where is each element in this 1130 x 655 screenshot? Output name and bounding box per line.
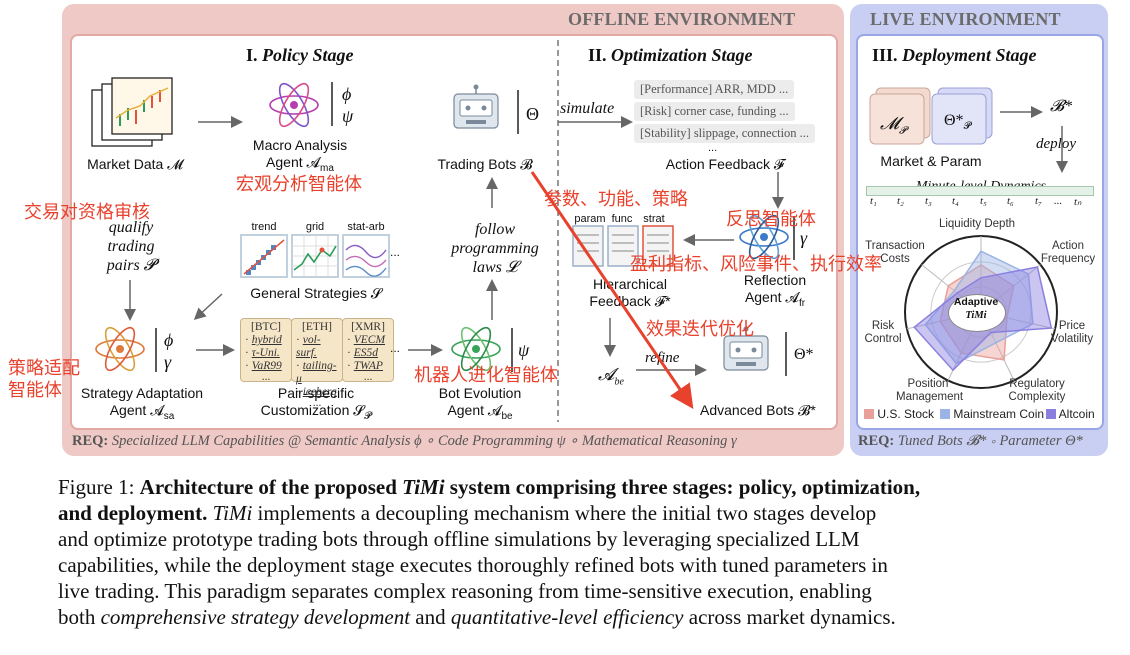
hier-feedback-docs: [572, 225, 674, 267]
strategy-agent-icon: [95, 326, 145, 372]
simulate-label: simulate: [560, 100, 615, 117]
bot-evolution-label: Bot Evolution Agent 𝓐be: [438, 385, 522, 422]
trading-bots-theta: Θ: [526, 104, 539, 124]
advanced-bots-label: Advanced Bots 𝓑*: [700, 402, 816, 418]
strategy-gamma: γ: [164, 352, 172, 372]
bot-evo-psi: ψ: [518, 340, 530, 360]
radar-axis-liquidity: Liquidity Depth: [938, 218, 1016, 230]
advanced-bots-divider: [785, 332, 787, 376]
tick-n: tₙ: [1074, 196, 1082, 208]
stage1-title: I. Policy Stage: [246, 45, 354, 65]
feedback-more: ...: [708, 142, 718, 154]
trading-bots-divider: [517, 90, 519, 134]
radar-axis-action: Action Frequency: [1040, 240, 1096, 265]
market-data-label: Market Data 𝓜: [87, 156, 183, 172]
deploy-label: deploy: [1036, 136, 1076, 152]
tick-3: t₃: [925, 195, 932, 207]
reflection-label: Reflection Agent 𝓐fr: [743, 272, 807, 309]
tab-trend: trend: [251, 221, 277, 233]
annot-metrics-cn: 盈利指标、风险事件、执行效率: [630, 254, 882, 275]
strategy-agent-label: Strategy Adaptation Agent 𝓐sa: [80, 385, 204, 422]
annot-strategy-cn-1: 策略适配: [8, 358, 80, 379]
legend-us-stock: U.S. Stock: [864, 407, 934, 421]
abe-symbol: 𝓐be: [598, 365, 624, 388]
req-live: REQ: Tuned Bots 𝓑* ∘ Parameter Θ*: [858, 433, 1083, 449]
stage2-title: II. Optimization Stage: [588, 45, 753, 65]
tick-4: t₄: [952, 195, 959, 207]
flow-arrows: [124, 106, 1068, 409]
annot-macro-cn: 宏观分析智能体: [236, 174, 362, 195]
timeline-bar: [866, 186, 1094, 196]
radar-axis-position: Position Management: [896, 378, 964, 403]
legend-altcoin: Altcoin: [1046, 407, 1095, 421]
radar-axis-risk: Risk Control: [864, 320, 902, 345]
tick-5: t₅: [980, 195, 987, 207]
pair-box-btc: [BTC] · hybrid · τ-Uni. · VaR99 ...: [240, 318, 292, 383]
stage3-title: III. Deployment Stage: [872, 45, 1037, 65]
annot-bot-evo-cn: 机器人进化智能体: [414, 365, 558, 386]
advanced-bots-theta: Θ*: [794, 346, 814, 363]
mp-symbol: 𝓜𝓟: [880, 114, 907, 137]
refine-label: refine: [645, 350, 680, 366]
feedback-risk: [Risk] corner case, funding ...: [634, 102, 795, 121]
radar-axis-price: Price Volatility: [1050, 320, 1094, 345]
macro-phi: ϕ: [342, 84, 352, 104]
bot-evo-divider: [511, 328, 513, 372]
strategy-phi: ϕ: [164, 330, 174, 350]
req-offline: REQ: Specialized LLM Capabilities @ Sema…: [72, 433, 737, 449]
tick-7: t₇: [1035, 195, 1042, 207]
tick-dots: ...: [1054, 195, 1063, 207]
action-feedback-label: Action Feedback 𝓕: [665, 156, 785, 172]
radar-axis-transaction: Transaction Costs: [865, 240, 925, 265]
live-env-title: LIVE ENVIRONMENT: [870, 9, 1061, 29]
stage-separator: [557, 40, 559, 422]
trading-bots-icon: [453, 84, 499, 129]
offline-env-title: OFFLINE ENVIRONMENT: [568, 9, 796, 29]
macro-agent-icon: [269, 82, 319, 128]
figure-caption: Figure 1: Architecture of the proposed T…: [58, 475, 921, 629]
legend-mainstream-coin: Mainstream Coin: [940, 407, 1044, 421]
tick-2: t₂: [897, 195, 904, 207]
annot-iterate-cn: 效果迭代优化: [646, 319, 754, 340]
advanced-bots-icon: [723, 326, 769, 371]
general-strategies-charts: [240, 234, 390, 278]
pair-specific-label: Pair-specific Customization 𝓢𝓟: [260, 385, 372, 422]
annot-reflection-cn: 反思智能体: [726, 209, 816, 230]
radar-axis-regulatory: Regulatory Complexity: [1008, 378, 1066, 403]
bot-evolution-icon: [451, 326, 501, 372]
macro-psi: ψ: [342, 106, 354, 126]
annot-params-cn: 参数、功能、策略: [544, 189, 688, 210]
market-param-label: Market & Param: [880, 153, 982, 169]
annot-strategy-cn-2: 智能体: [8, 380, 62, 401]
reflection-agent-icon: [739, 214, 789, 260]
reflection-divider: [793, 216, 795, 260]
tick-1: t₁: [870, 195, 877, 207]
macro-label: Macro Analysis Agent 𝓐ma: [252, 137, 348, 174]
pair-more: ...: [390, 341, 401, 355]
feedback-stability: [Stability] slippage, connection ...: [634, 124, 816, 143]
b-star-symbol: 𝓑*: [1050, 98, 1073, 115]
market-param-cards: [869, 87, 993, 145]
tab-stat-arb: stat-arb: [347, 221, 385, 233]
strategy-divider: [155, 328, 157, 372]
theta-p-symbol: Θ*𝓟: [944, 112, 971, 133]
general-strategies-more: ...: [390, 245, 401, 259]
macro-divider: [331, 82, 333, 126]
pair-box-xmr: [XMR] · VECM · ES5d · TWAP ...: [342, 318, 394, 383]
radar-center: [948, 294, 1006, 332]
tick-6: t₆: [1007, 195, 1014, 207]
tab-grid: grid: [305, 221, 325, 233]
reflection-gamma: γ: [800, 228, 808, 248]
feedback-performance: [Performance] ARR, MDD ...: [634, 80, 795, 99]
trading-bots-label: Trading Bots 𝓑: [437, 156, 533, 172]
general-strategies-label: General Strategies 𝓢: [250, 285, 382, 301]
annot-qualify-cn: 交易对资格审核: [24, 202, 150, 223]
pair-box-eth: [ETH] · vol-surf. · tailing-μ · iceberg …: [291, 318, 343, 409]
market-data-icon: [91, 77, 173, 147]
